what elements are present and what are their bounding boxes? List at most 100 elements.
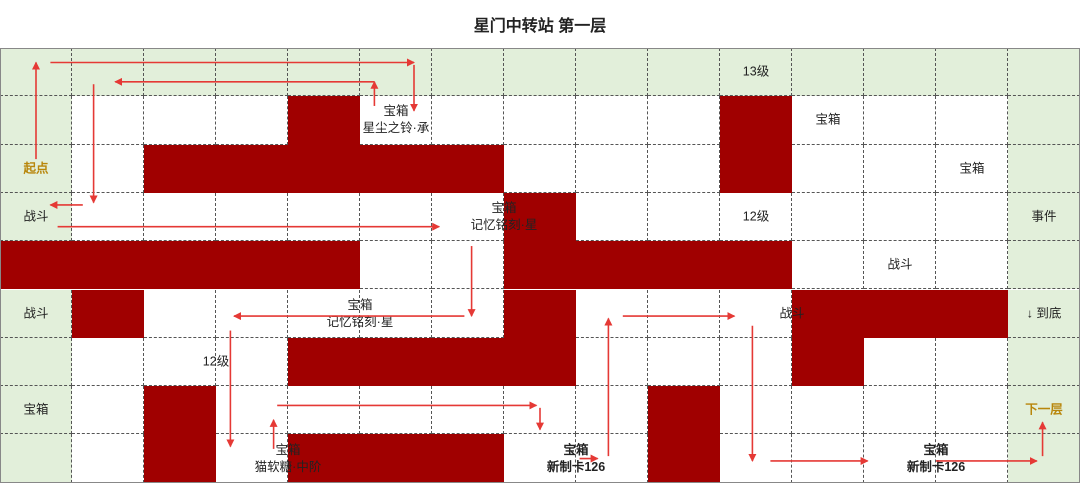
- floor-cell: [936, 48, 1008, 97]
- map-label-line: 宝箱: [563, 442, 589, 457]
- floor-cell: [0, 192, 72, 242]
- map-label-line: 战斗: [23, 209, 49, 224]
- floor-cell: [792, 434, 864, 483]
- floor-cell: [432, 241, 504, 290]
- floor-cell: [720, 192, 792, 242]
- floor-cell: [360, 192, 432, 242]
- map-label-chest-jiyi-1: 宝箱记忆铭刻·星: [471, 200, 538, 234]
- floor-cell: [360, 289, 432, 338]
- wall-cell: [936, 289, 1008, 338]
- wall-cell: [0, 241, 72, 290]
- floor-cell: [72, 192, 144, 242]
- map-label-chest-maoruan: 宝箱猫软糖·中阶: [255, 442, 322, 476]
- floor-cell: [360, 241, 432, 290]
- wall-cell: [792, 337, 864, 387]
- wall-cell: [72, 241, 144, 290]
- floor-cell: [72, 96, 144, 145]
- map-label-line: 星尘之铃·承: [362, 121, 430, 136]
- wall-cell: [720, 144, 792, 193]
- floor-cell: [576, 386, 648, 435]
- floor-cell: [1008, 434, 1080, 483]
- floor-cell: [432, 48, 504, 97]
- floor-cell: [144, 192, 216, 242]
- map-label-line: 宝箱: [815, 112, 841, 127]
- floor-cell: [792, 96, 864, 145]
- map-label-line: 宝箱: [275, 442, 301, 457]
- floor-cell: [144, 289, 216, 338]
- map-label-line: 宝箱: [23, 402, 49, 417]
- floor-cell: [576, 337, 648, 387]
- floor-cell: [648, 96, 720, 145]
- map-label-line: 宝箱: [347, 297, 373, 312]
- wall-cell: [504, 241, 576, 290]
- floor-cell: [432, 289, 504, 338]
- map-label-line: 记忆铭刻·星: [470, 218, 538, 233]
- floor-cell: [648, 289, 720, 338]
- map-label-chest-xinzhi-2: 宝箱新制卡126: [907, 442, 965, 476]
- floor-cell: [864, 96, 936, 145]
- floor-cell: [288, 48, 360, 97]
- wall-cell: [864, 289, 936, 338]
- map-label-chest-xingchen: 宝箱星尘之铃·承: [363, 103, 430, 137]
- map-label-battle-r4c12: 战斗: [887, 257, 912, 274]
- floor-cell: [0, 386, 72, 435]
- floor-cell: [864, 386, 936, 435]
- map-label-line: 起点: [23, 161, 49, 176]
- floor-cell: [0, 289, 72, 338]
- floor-cell: [288, 289, 360, 338]
- floor-cell: [216, 48, 288, 97]
- floor-cell: [360, 48, 432, 97]
- wall-cell: [144, 386, 216, 435]
- map-label-lvl12-r3: 12级: [743, 209, 769, 226]
- wall-cell: [216, 144, 288, 193]
- floor-cell: [576, 289, 648, 338]
- floor-cell: [936, 241, 1008, 290]
- map-label-line: 下一层: [1025, 402, 1063, 417]
- floor-cell: [792, 241, 864, 290]
- floor-cell: [72, 144, 144, 193]
- floor-cell: [504, 48, 576, 97]
- floor-cell: [216, 386, 288, 435]
- map-label-battle-r5c0: 战斗: [23, 305, 48, 322]
- wall-cell: [144, 434, 216, 483]
- floor-cell: [72, 386, 144, 435]
- floor-cell: [144, 96, 216, 145]
- wall-cell: [792, 289, 864, 338]
- floor-cell: [504, 144, 576, 193]
- floor-cell: [648, 192, 720, 242]
- map-label-line: 猫软糖·中阶: [254, 459, 322, 474]
- floor-cell: [1008, 48, 1080, 97]
- wall-cell: [288, 434, 360, 483]
- map-label-line: 新制卡126: [546, 459, 606, 474]
- floor-cell: [144, 48, 216, 97]
- map-label-line: 记忆铭刻·星: [326, 314, 394, 329]
- floor-cell: [72, 337, 144, 387]
- map-label-line: 事件: [1031, 209, 1057, 224]
- wall-cell: [288, 241, 360, 290]
- map-label-battle-r5c10: 战斗: [779, 305, 804, 322]
- floor-cell: [432, 96, 504, 145]
- floor-cell: [216, 192, 288, 242]
- map-label-chest-r7c0: 宝箱: [23, 402, 48, 419]
- map-label-line: 宝箱: [491, 201, 517, 216]
- map-label-chest-r2c13: 宝箱: [959, 160, 984, 177]
- floor-cell: [792, 192, 864, 242]
- floor-cell: [432, 386, 504, 435]
- wall-cell: [648, 241, 720, 290]
- map-label-line: 战斗: [887, 257, 913, 272]
- floor-cell: [576, 48, 648, 97]
- floor-cell: [1008, 192, 1080, 242]
- floor-cell: [360, 386, 432, 435]
- floor-cell: [720, 386, 792, 435]
- map-label-line: 13级: [742, 64, 770, 79]
- wall-cell: [648, 386, 720, 435]
- floor-cell: [216, 337, 288, 387]
- map-label-lvl12-r6: 12级: [203, 353, 229, 370]
- floor-cell: [576, 192, 648, 242]
- wall-cell: [144, 144, 216, 193]
- floor-cell: [648, 144, 720, 193]
- wall-cell: [360, 144, 432, 193]
- floor-cell: [216, 96, 288, 145]
- floor-cell: [360, 96, 432, 145]
